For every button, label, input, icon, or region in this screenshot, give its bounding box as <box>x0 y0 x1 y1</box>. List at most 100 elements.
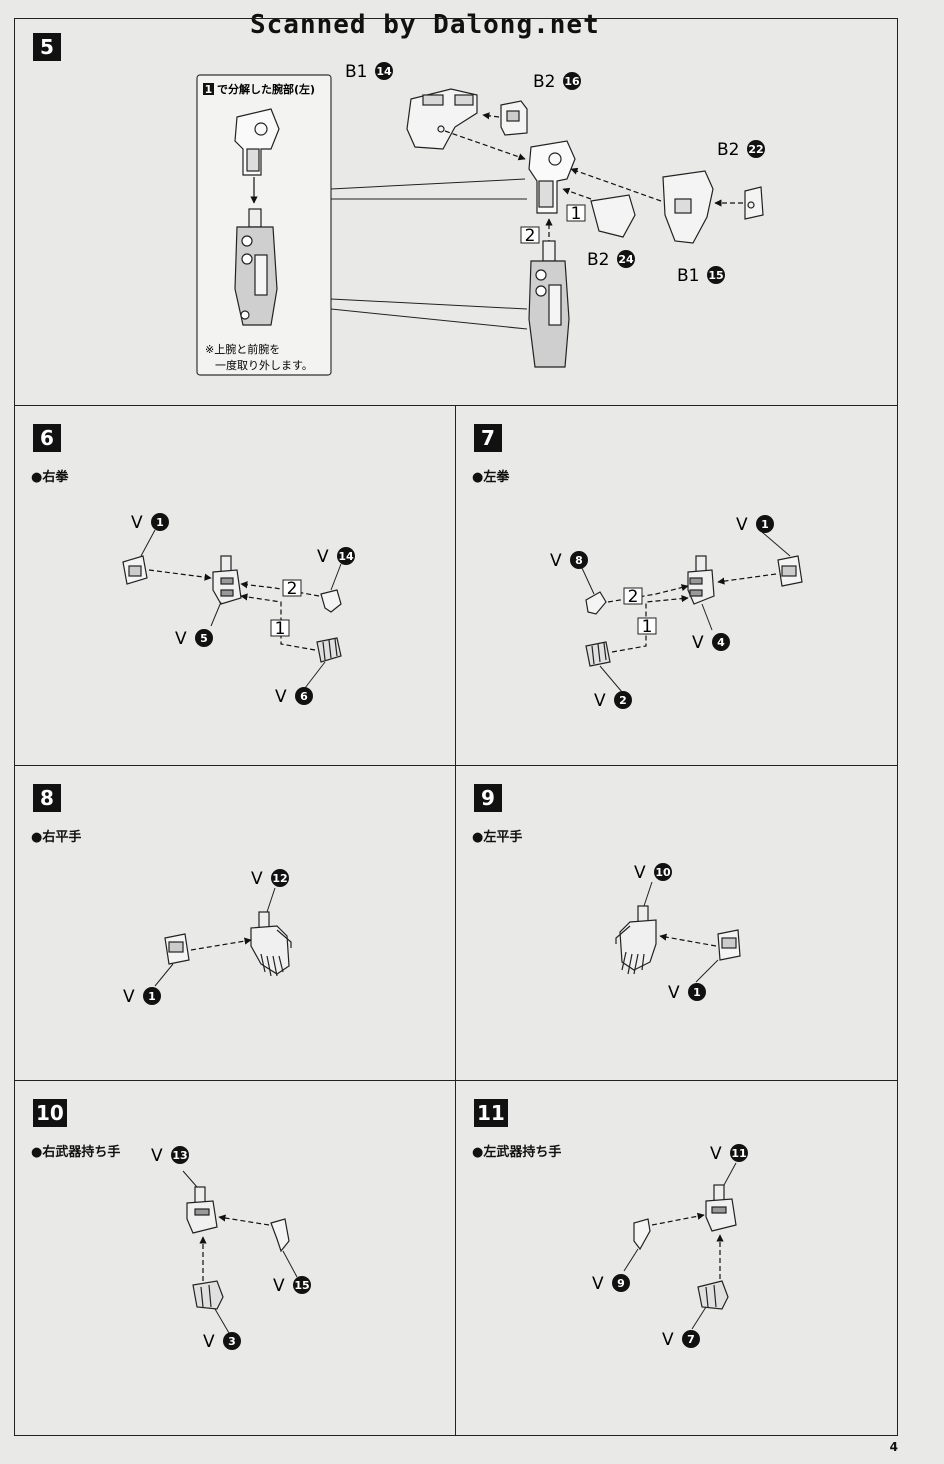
arrow-dashed <box>482 112 500 120</box>
part-v15 <box>270 1218 290 1253</box>
svg-text:V: V <box>550 551 562 571</box>
order-box <box>270 619 290 637</box>
part-v6-fingers <box>316 637 342 663</box>
arrow-dashed <box>562 187 592 200</box>
hand-frame-part <box>212 555 242 605</box>
step-subtitle: ●右武器持ち手 <box>31 1145 121 1160</box>
svg-text:B1: B1 <box>677 266 699 286</box>
part-v1 <box>717 929 741 961</box>
label-v14: V 14 <box>317 547 355 567</box>
svg-text:B2: B2 <box>587 250 609 270</box>
svg-text:V: V <box>736 515 748 535</box>
svg-text:24: 24 <box>618 253 634 266</box>
leader-line <box>330 178 526 190</box>
inset-title: で分解した腕部(左) <box>217 82 315 96</box>
arrow-dashed <box>218 1214 270 1226</box>
step-number: 11 <box>474 1099 508 1127</box>
hand-frame-part <box>186 1186 218 1234</box>
part-v7-fingers <box>697 1280 729 1310</box>
label-b2-24: B2 24 <box>587 250 635 270</box>
svg-text:V: V <box>317 547 329 567</box>
svg-text:V: V <box>175 629 187 649</box>
inset-note-line1: ※上腕と前腕を <box>205 342 280 356</box>
label-b1-14: B1 14 <box>345 62 393 82</box>
part-b1-14-shoulder <box>406 88 478 150</box>
arrow-dashed <box>240 593 316 651</box>
leader-line <box>304 661 326 689</box>
step-number: 9 <box>474 784 502 812</box>
leader-line <box>282 1250 298 1278</box>
step-subtitle: ●左武器持ち手 <box>472 1145 562 1160</box>
leader-line <box>761 531 791 557</box>
leader-line <box>330 298 528 310</box>
order-box <box>282 579 302 597</box>
part-v2-fingers <box>585 641 611 667</box>
arrow-dashed <box>659 933 717 947</box>
label-b2-22: B2 22 <box>717 140 765 160</box>
svg-text:1: 1 <box>761 518 769 531</box>
step-subtitle: ●左拳 <box>472 470 510 485</box>
leader-line <box>140 529 156 557</box>
svg-text:5: 5 <box>200 632 208 645</box>
inset-box <box>196 74 332 376</box>
svg-text:14: 14 <box>376 65 392 78</box>
svg-text:9: 9 <box>617 1277 625 1290</box>
step-5-diagram: 1 で分解した腕部(左) ※上腕と前腕を 一度取り外します。 <box>196 62 765 376</box>
svg-text:15: 15 <box>708 269 723 282</box>
open-hand-part <box>615 905 657 975</box>
leader-line <box>723 1162 737 1186</box>
leader-line <box>214 1308 230 1334</box>
arrow-dashed <box>570 167 662 202</box>
label-v11: V 11 <box>710 1144 748 1164</box>
order-box <box>637 617 657 635</box>
svg-text:3: 3 <box>228 1335 236 1348</box>
svg-text:V: V <box>131 513 143 533</box>
part-upper-arm-center <box>528 140 576 214</box>
leader-line <box>266 887 276 913</box>
arrow-dashed <box>240 581 320 597</box>
svg-text:V: V <box>123 987 135 1007</box>
part-forearm-center <box>528 240 570 368</box>
svg-text:V: V <box>251 869 263 889</box>
inset-forearm-part <box>234 208 278 326</box>
leader-line <box>691 1306 707 1330</box>
inset-step-badge <box>203 83 214 95</box>
inset-note-line2: 一度取り外します。 <box>215 358 313 372</box>
arrow-dashed <box>444 130 526 161</box>
inset-upper-arm-part <box>234 108 280 176</box>
leader-line <box>643 881 653 907</box>
svg-text:V: V <box>151 1146 163 1166</box>
svg-text:12: 12 <box>272 872 287 885</box>
svg-text:V: V <box>662 1330 674 1350</box>
step-number: 8 <box>33 784 61 812</box>
svg-text:B2: B2 <box>533 72 555 92</box>
svg-text:1: 1 <box>148 990 156 1003</box>
svg-text:V: V <box>710 1144 722 1164</box>
label-v12: V 12 <box>251 869 289 889</box>
order-box <box>520 226 540 244</box>
step-5-panel: 5 1 で分解した腕部(左) ※上腕と前腕を 一度取り外します。 <box>14 18 898 406</box>
order-box <box>566 204 586 222</box>
svg-text:V: V <box>592 1274 604 1294</box>
part-v1 <box>164 933 190 965</box>
svg-text:V: V <box>273 1276 285 1296</box>
leader-line <box>330 563 342 591</box>
arrow-dashed <box>651 1212 705 1226</box>
svg-text:11: 11 <box>731 1147 746 1160</box>
leader-line <box>330 308 528 330</box>
part-v14 <box>320 589 342 613</box>
svg-text:14: 14 <box>338 550 354 563</box>
